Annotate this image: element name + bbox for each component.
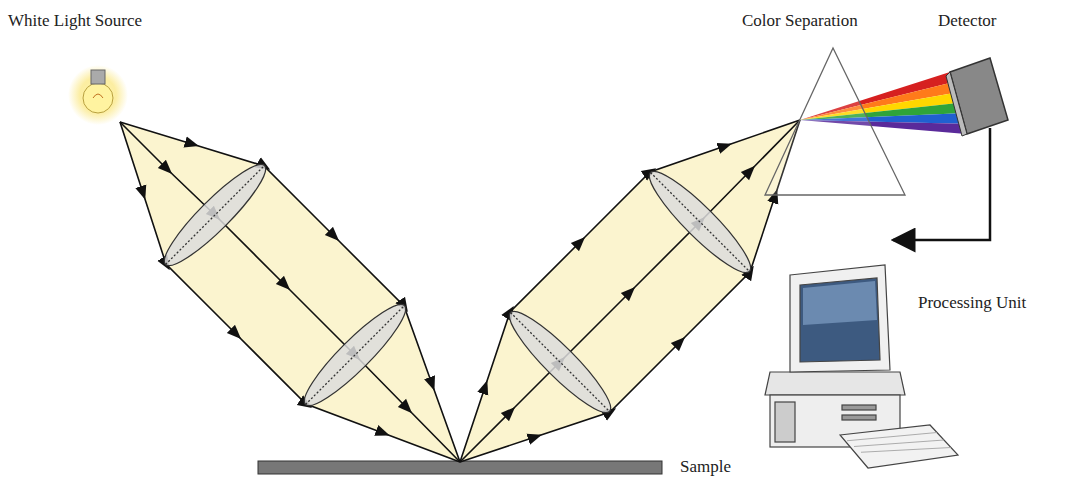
sample-plate [258,461,662,474]
part-label: Color Separation [742,12,858,31]
reflected-rays [460,120,800,462]
part-label: Sample [680,458,731,477]
part-label: Processing Unit [918,294,1026,313]
part-label: White Light Source [8,12,142,31]
keyboard-row [854,440,944,447]
light-bulb [68,65,128,125]
lens [155,155,760,422]
incident-rays [120,122,460,462]
keyboard-row [847,433,937,441]
detector-face [946,72,967,136]
part-label: Detector [938,12,997,31]
prism [765,48,905,195]
incident-beam [120,122,460,462]
keyboard-row [861,448,951,453]
reflected-beam [460,120,800,462]
signal-wire [893,128,990,240]
